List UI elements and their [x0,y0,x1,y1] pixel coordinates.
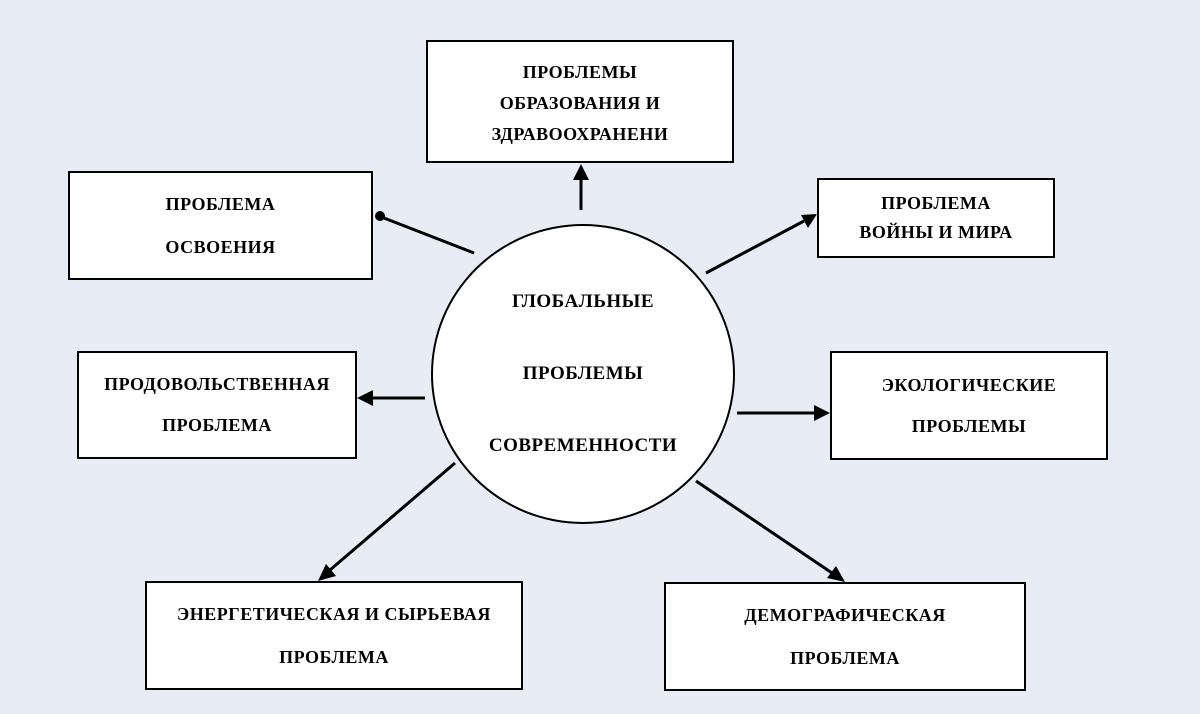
node-food-line-2: ПРОБЛЕМА [162,415,272,435]
node-education-line-1: ПРОБЛЕМЫ [522,62,638,82]
arrowhead-development [375,211,385,221]
node-energy-line-1: ЭНЕРГЕТИЧЕСКАЯ И СЫРЬЕВАЯ [177,603,491,624]
node-energy-raw-materials: ЭНЕРГЕТИЧЕСКАЯ И СЫРЬЕВАЯ ПРОБЛЕМА [145,581,523,690]
arrowhead-war-peace [801,214,817,228]
node-food: ПРОДОВОЛЬСТВЕННАЯ ПРОБЛЕМА [77,351,357,459]
connector-development [383,216,475,255]
node-development-line-1: ПРОБЛЕМА [165,193,276,214]
arrowhead-education [573,164,589,180]
hub-circle-global-problems: ГЛОБАЛЬНЫЕ ПРОБЛЕМЫ СОВРЕМЕННОСТИ [431,224,735,524]
node-ecology: ЭКОЛОГИЧЕСКИЕ ПРОБЛЕМЫ [830,351,1108,460]
connector-energy [329,461,456,572]
node-education-line-2: ОБРАЗОВАНИЯ И [499,93,661,113]
node-education-line-3: ЗДРАВООХРАНЕНИ [491,124,669,144]
node-development: ПРОБЛЕМА ОСВОЕНИЯ [68,171,373,280]
node-food-line-1: ПРОДОВОЛЬСТВЕННАЯ [104,374,330,394]
node-demography: ДЕМОГРАФИЧЕСКАЯ ПРОБЛЕМА [664,582,1026,691]
node-ecology-line-2: ПРОБЛЕМЫ [911,415,1027,436]
arrowhead-ecology [814,405,830,421]
node-war-peace: ПРОБЛЕМА ВОЙНЫ И МИРА [817,178,1055,258]
node-education-health: ПРОБЛЕМЫ ОБРАЗОВАНИЯ И ЗДРАВООХРАНЕНИ [426,40,734,163]
node-ecology-line-1: ЭКОЛОГИЧЕСКИЕ [881,374,1057,395]
hub-line-3: СОВРЕМЕННОСТИ [488,435,678,456]
hub-line-1: ГЛОБАЛЬНЫЕ [511,291,655,312]
hub-line-2: ПРОБЛЕМЫ [522,363,644,384]
node-development-line-2: ОСВОЕНИЯ [165,236,276,257]
node-demography-line-2: ПРОБЛЕМА [790,647,900,668]
arrowhead-food [357,390,373,406]
node-war-peace-line-2: ВОЙНЫ И МИРА [859,222,1013,242]
node-war-peace-line-1: ПРОБЛЕМА [881,193,991,213]
arrowhead-energy [318,564,336,581]
connector-demography [695,479,833,575]
arrowhead-demography [827,566,845,582]
node-demography-line-1: ДЕМОГРАФИЧЕСКАЯ [744,604,946,625]
node-energy-line-2: ПРОБЛЕМА [279,646,389,667]
connector-war-peace [705,219,805,275]
